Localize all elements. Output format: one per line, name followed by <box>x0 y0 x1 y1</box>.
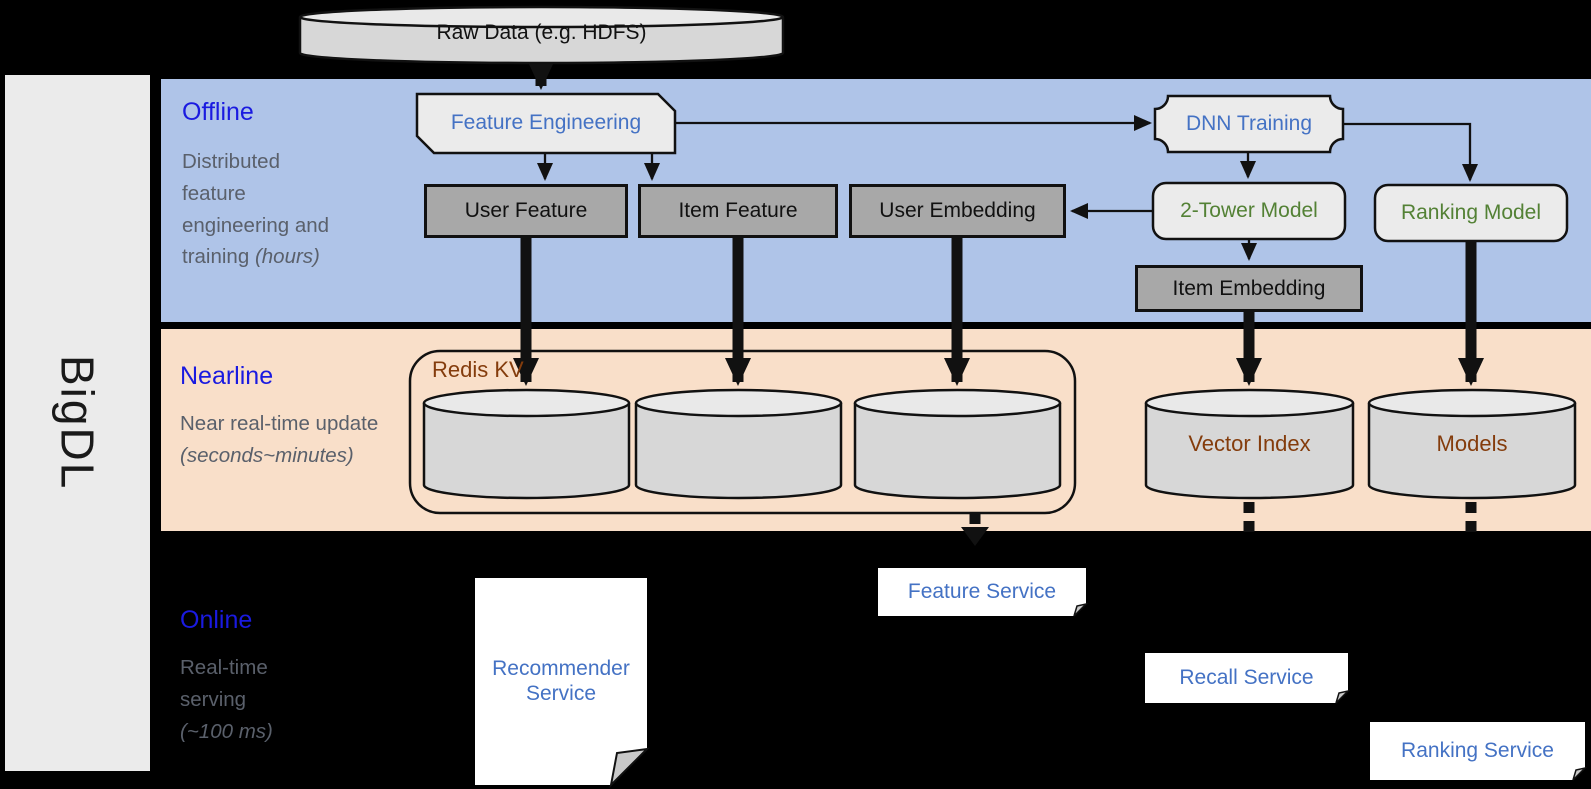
ranking-service-label: Ranking Service <box>1401 738 1554 762</box>
redis-cylinder-3 <box>853 388 1062 500</box>
two-tower-model-label: 2-Tower Model <box>1180 198 1318 222</box>
raw-data-cylinder <box>298 5 785 65</box>
ranking-model-label: Ranking Model <box>1400 200 1542 224</box>
offline-title: Offline <box>182 98 254 126</box>
nearline-description: Near real-time update (seconds~minutes) <box>180 408 380 472</box>
online-description: Real-time serving (~100 ms) <box>180 652 295 747</box>
user-embedding-box: User Embedding <box>849 184 1066 238</box>
models-label: Models <box>1436 430 1508 456</box>
vector-index-label: Vector Index <box>1188 430 1311 456</box>
online-title: Online <box>180 606 253 634</box>
nearline-description-italic: (seconds~minutes) <box>180 443 354 467</box>
raw-data-label: Raw Data (e.g. HDFS) <box>436 20 647 44</box>
folded-corner <box>1572 766 1588 781</box>
feature-engineering-label: Feature Engineering <box>450 111 642 135</box>
recall-service-shape <box>1145 653 1351 704</box>
feature-service-shape <box>878 568 1089 617</box>
bigdl-label: BigDL <box>51 355 104 491</box>
item-embedding-label: Item Embedding <box>1172 276 1326 300</box>
user-feature-label: User Feature <box>464 199 588 222</box>
folded-corner <box>1073 602 1089 617</box>
redis-kv-label: Redis KV <box>432 357 524 383</box>
redis-cylinder-2 <box>634 388 843 500</box>
ranking-service-shape <box>1370 722 1588 781</box>
user-embedding-label: User Embedding <box>879 199 1036 222</box>
vector-index-cylinder <box>1144 388 1355 500</box>
item-embedding-box: Item Embedding <box>1135 265 1363 312</box>
arrow-dnn-to-ranking-model <box>1343 122 1478 182</box>
feature-service-label: Feature Service <box>907 579 1057 603</box>
recall-service-label: Recall Service <box>1179 665 1314 689</box>
feature-engineering-shape <box>415 92 677 155</box>
models-cylinder <box>1367 388 1577 500</box>
offline-description-text: Distributed feature engineering and trai… <box>182 150 330 269</box>
user-feature-box: User Feature <box>424 184 628 238</box>
folded-corner <box>609 747 650 788</box>
nearline-title: Nearline <box>180 362 274 390</box>
dnn-training-label: DNN Training <box>1185 111 1313 135</box>
recommender-service-document <box>475 578 650 788</box>
folded-corner <box>1335 689 1351 704</box>
offline-description: Distributed feature engineering and trai… <box>182 146 347 273</box>
item-feature-box: Item Feature <box>638 184 838 238</box>
offline-description-italic: (hours) <box>254 245 320 269</box>
nearline-description-text: Near real-time update <box>180 412 379 435</box>
item-feature-label: Item Feature <box>678 199 798 222</box>
thin-connectors <box>537 115 1478 261</box>
dashed-arrowhead-feature-service <box>961 527 989 546</box>
online-description-text: Real-time serving <box>180 656 268 711</box>
recommender-service-label: Recommender Service <box>492 657 630 705</box>
bigdl-sidebar: BigDL <box>5 75 150 771</box>
dnn-training-shape <box>1153 94 1345 154</box>
online-description-italic: (~100 ms) <box>180 719 273 743</box>
dashed-connectors <box>961 502 1477 546</box>
thick-connectors <box>513 62 1484 386</box>
redis-cylinder-1 <box>422 388 631 500</box>
